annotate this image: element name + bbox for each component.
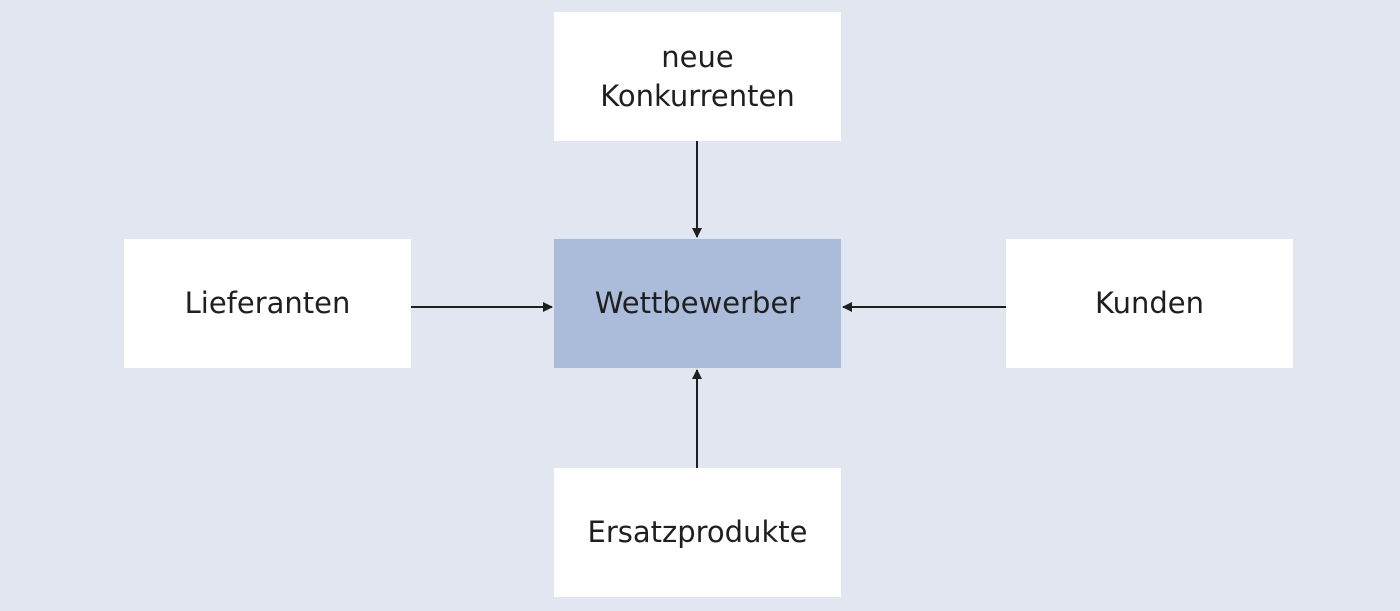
competitors-box: Wettbewerber: [554, 239, 841, 368]
new-competitors-box: neue Konkurrenten: [554, 12, 841, 141]
substitutes-box: Ersatzprodukte: [554, 468, 841, 597]
customers-label: Kunden: [1095, 286, 1204, 320]
suppliers-label: Lieferanten: [184, 286, 351, 320]
substitutes-label: Ersatzprodukte: [587, 515, 808, 549]
customers-box: Kunden: [1006, 239, 1293, 368]
suppliers-box: Lieferanten: [124, 239, 411, 368]
new-competitors-label: neue Konkurrenten: [600, 39, 795, 113]
competitors-label: Wettbewerber: [594, 286, 801, 320]
